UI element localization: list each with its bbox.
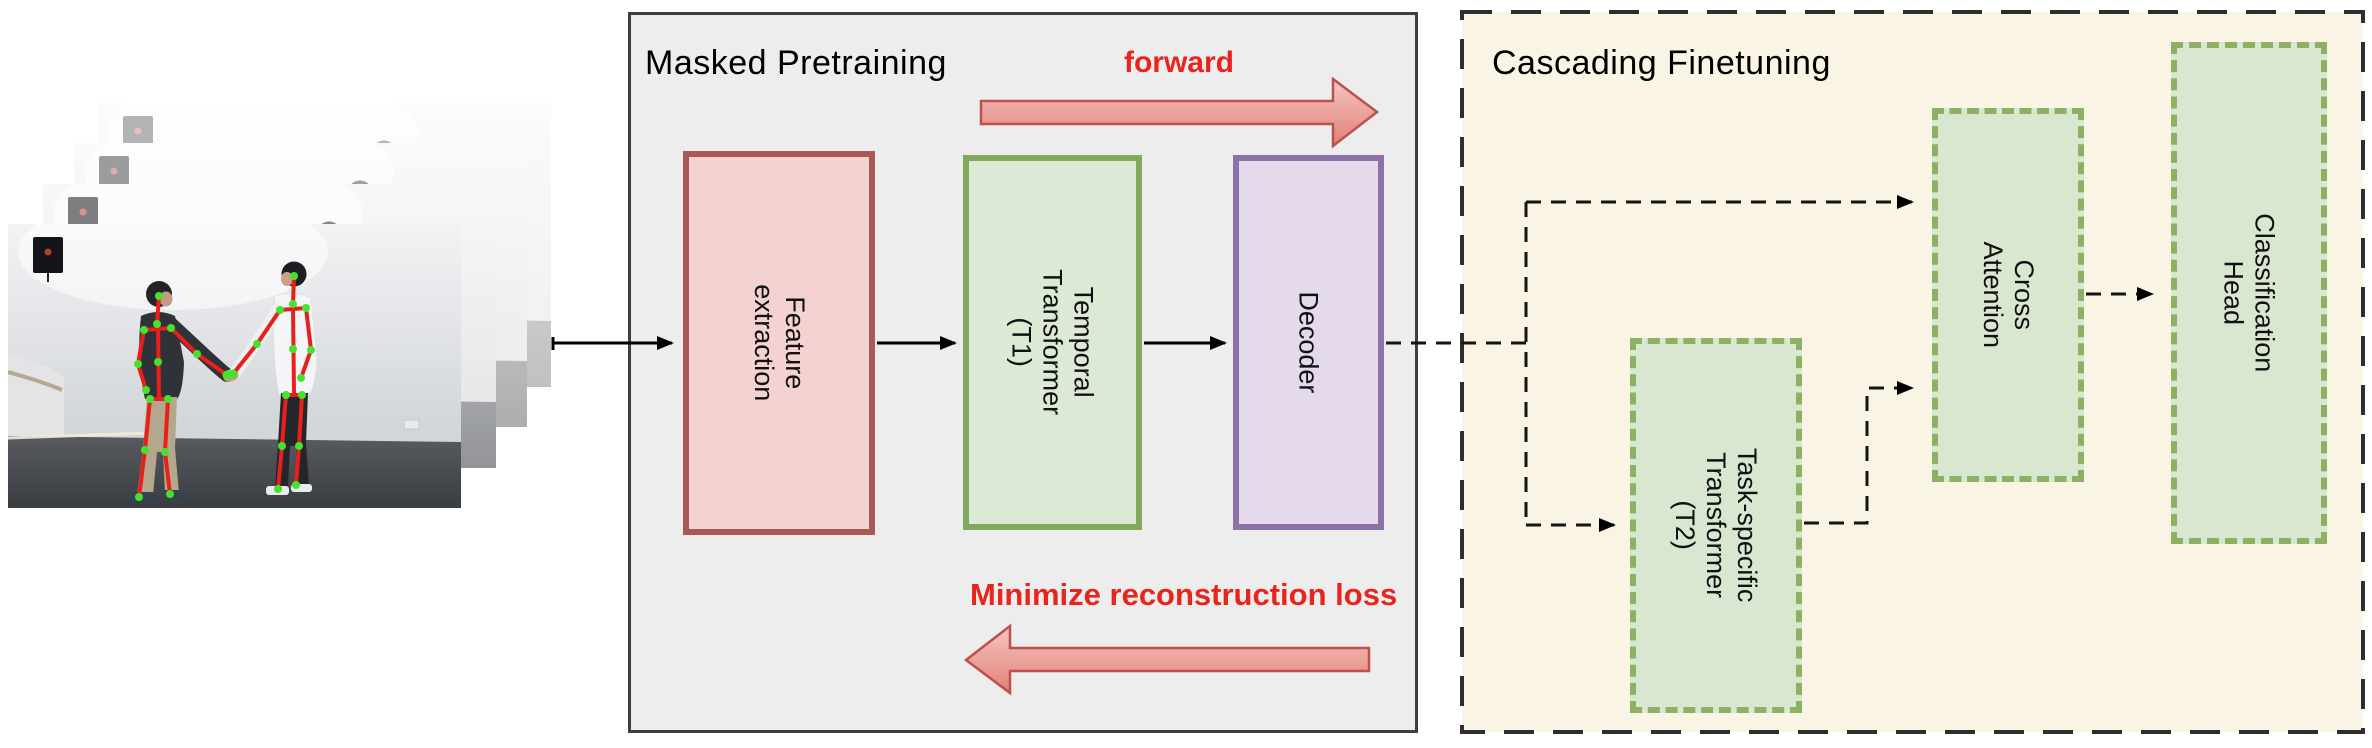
feature-extraction-label: Feature extraction xyxy=(749,284,810,402)
decoder-label: Decoder xyxy=(1293,291,1324,394)
decoder-box: Decoder xyxy=(1233,155,1384,530)
minimize-reconstruction-loss-label: Minimize reconstruction loss xyxy=(970,577,1398,612)
classification-head-box: Classification Head xyxy=(2171,42,2327,544)
temporal-transformer-label: Temporal Transformer (T1) xyxy=(1007,269,1099,416)
classification-head-label: Classification Head xyxy=(2219,213,2280,373)
masked-pretraining-title: Masked Pretraining xyxy=(645,44,947,82)
cross-attention-label: Cross Attention xyxy=(1978,241,2039,349)
task-specific-transformer-box: Task-specific Transformer (T2) xyxy=(1630,338,1802,713)
cascading-finetuning-title: Cascading Finetuning xyxy=(1492,44,1831,82)
task-specific-transformer-label: Task-specific Transformer (T2) xyxy=(1670,448,1763,603)
cross-attention-box: Cross Attention xyxy=(1932,108,2084,482)
forward-label: forward xyxy=(1123,46,1234,79)
pose-skeleton-right xyxy=(228,272,315,493)
pose-skeleton-left xyxy=(134,292,232,501)
temporal-transformer-box: Temporal Transformer (T1) xyxy=(963,155,1142,530)
feature-extraction-box: Feature extraction xyxy=(683,151,875,535)
speaker-icon xyxy=(33,237,63,282)
video-frame-1 xyxy=(8,224,461,508)
handshake-scene xyxy=(8,224,461,508)
